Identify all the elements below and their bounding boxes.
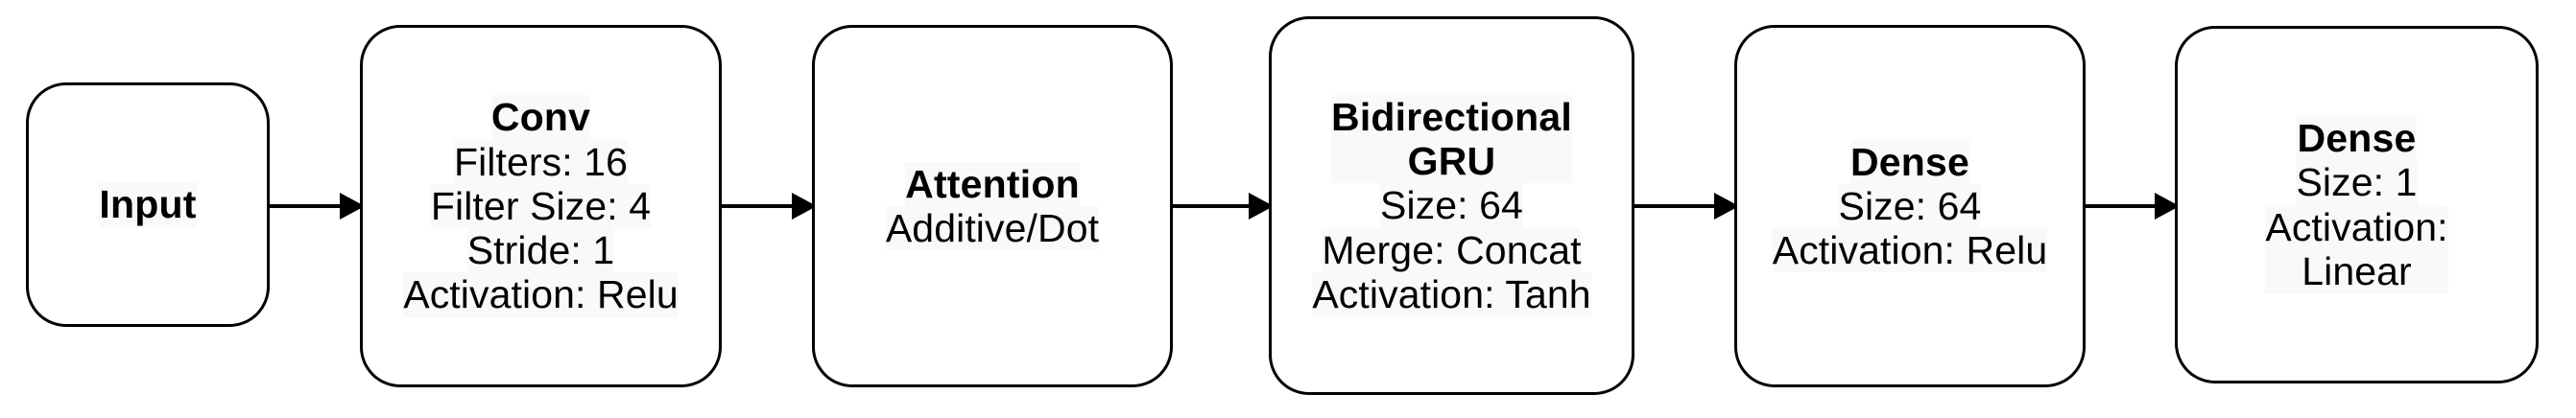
node-title: Conv xyxy=(490,95,591,140)
node-detail-line: Size: 64 xyxy=(1838,183,1982,229)
node-detail-line: Size: 1 xyxy=(2296,160,2418,205)
edge-dense-64-to-dense-1 xyxy=(2086,193,2180,220)
node-title: Bidirectional GRU xyxy=(1331,94,1572,184)
node-title: Attention xyxy=(905,161,1080,206)
node-detail-line: Activation: Tanh xyxy=(1312,271,1591,317)
node-detail-line: Additive/Dot xyxy=(885,206,1100,251)
node-detail-line: Activation: Relu xyxy=(403,272,679,317)
node-detail-line: Activation: Linear xyxy=(2265,204,2448,294)
node-title: Input xyxy=(99,182,197,227)
node-detail-line: Filters: 16 xyxy=(453,139,629,184)
node-detail-line: Activation: Relu xyxy=(1772,228,2048,273)
node-title: Dense xyxy=(1849,139,1970,184)
node-title: Dense xyxy=(2297,115,2417,161)
node-detail-line: Stride: 1 xyxy=(466,228,615,273)
edge-attention-to-gru xyxy=(1173,193,1274,220)
node-input[interactable]: Input xyxy=(26,82,270,327)
edge-gru-to-dense-64 xyxy=(1634,193,1739,220)
edge-input-to-conv xyxy=(270,193,365,220)
node-detail-line: Merge: Concat xyxy=(1322,227,1582,272)
node-detail-line: Size: 64 xyxy=(1380,183,1523,228)
edge-conv-to-attention xyxy=(722,193,817,220)
node-detail-line: Filter Size: 4 xyxy=(430,183,652,229)
